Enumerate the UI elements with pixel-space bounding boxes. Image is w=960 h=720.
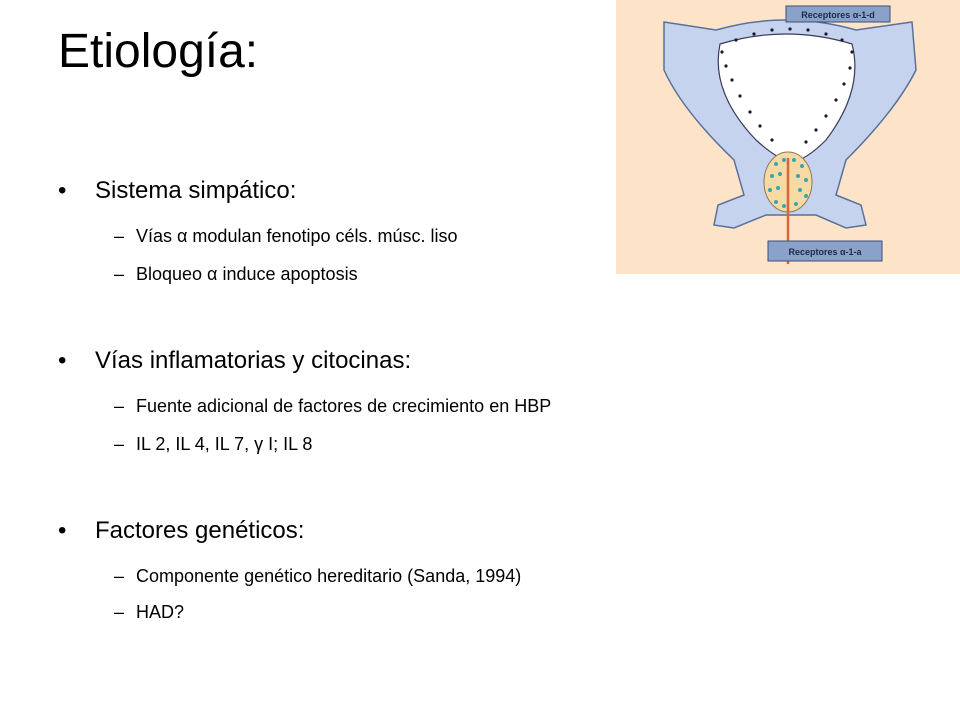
alpha-1d-receptor-dots (720, 27, 854, 144)
sub-item-text: Vías α modulan fenotipo céls. músc. liso (136, 226, 458, 246)
bullet-vias-inflamatorias: • Vías inflamatorias y citocinas: (58, 346, 411, 376)
sub-item: –Fuente adicional de factores de crecimi… (114, 394, 551, 418)
bullet-heading: Sistema simpático: (95, 177, 297, 204)
sub-item-text: Bloqueo α induce apoptosis (136, 264, 358, 284)
dash-mark: – (114, 264, 125, 284)
label-top: Receptores α-1-d (801, 10, 875, 20)
dash-mark: – (114, 396, 125, 416)
dash-mark: – (114, 434, 125, 454)
label-bottom-box (767, 240, 883, 262)
bullet-heading: Vías inflamatorias y citocinas: (95, 347, 412, 374)
sub-item-text: HAD? (136, 602, 185, 622)
bullet-sistema-simpatico: • Sistema simpático: (58, 176, 296, 206)
label-top-box (785, 5, 891, 23)
bladder-lumen (717, 33, 856, 163)
dash-mark: – (114, 602, 125, 622)
slide-title: Etiología: (58, 25, 259, 78)
sub-item: –Bloqueo α induce apoptosis (114, 262, 358, 286)
sub-item: –Vías α modulan fenotipo céls. músc. lis… (114, 224, 458, 248)
sub-item: –IL 2, IL 4, IL 7, γ I; IL 8 (114, 432, 312, 456)
bladder-prostate-diagram: Receptores α-1-d Receptores α-1-a (616, 0, 960, 274)
label-bottom: Receptores α-1-a (788, 247, 862, 257)
sub-item-text: Componente genético hereditario (Sanda, … (136, 566, 522, 586)
bullet-factores-geneticos: • Factores genéticos: (58, 516, 304, 546)
dash-mark: – (114, 226, 125, 246)
sub-item-text: Fuente adicional de factores de crecimie… (136, 396, 552, 416)
dash-mark: – (114, 566, 125, 586)
bullet-mark: • (58, 517, 67, 544)
sub-item: –HAD? (114, 600, 184, 624)
sub-item: –Componente genético hereditario (Sanda,… (114, 564, 521, 588)
bullet-mark: • (58, 177, 67, 204)
alpha-1a-receptor-dots (768, 158, 808, 208)
bullet-heading: Factores genéticos: (95, 517, 305, 544)
bullet-mark: • (58, 347, 67, 374)
sub-item-text: IL 2, IL 4, IL 7, γ I; IL 8 (136, 434, 313, 454)
